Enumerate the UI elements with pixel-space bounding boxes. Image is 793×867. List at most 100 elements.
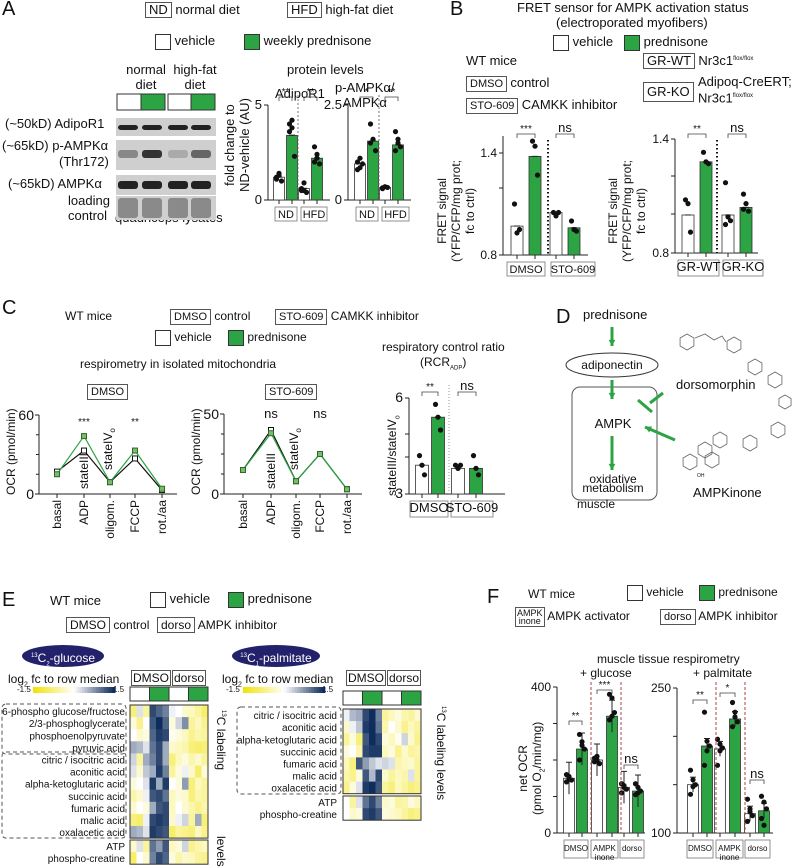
heatmap-cell [143,789,150,803]
heatmap-row-label: fumaric acid [71,804,125,815]
heatmap-cell [362,757,370,770]
f-legend-vehicle: vehicle [627,585,684,601]
data-point [758,815,765,822]
vehicle-swatch [553,34,569,51]
heatmap-cell [149,705,157,718]
heatmap-cell [349,745,357,758]
heatmap-cell [182,717,189,730]
group-label-box [381,206,410,222]
data-point [576,757,583,763]
data-point [609,695,615,701]
colorbar-cell [314,687,318,693]
blot-band [168,125,188,130]
vehicle-swatch [155,33,171,50]
heatmap-cell [401,769,409,782]
e-scale-min-g: -1.5 [17,685,31,694]
heatmap-column-swatch [342,690,363,706]
panel-label-c: C [2,297,17,319]
data-point [566,773,572,780]
heatmap-cell [156,741,163,754]
heatmap-cell [188,813,196,827]
blot-band [118,125,138,130]
y-tick-label: 0 [335,192,342,207]
data-point [563,779,570,785]
heatmap-cell [182,729,189,742]
bar-chart-A-pAMPK: 02.5*ND**HFD [324,87,411,222]
e-scale-min-p: -1.5 [226,685,240,694]
arrow-prednisone-adiponectin-head [608,339,616,346]
heatmap-cell [382,769,389,782]
data-point [354,159,361,165]
ampkinone-ring [770,421,786,439]
heatmap-cell [382,808,389,821]
colorbar-cell [297,687,301,693]
heatmap-cell [156,753,163,766]
heatmap-cell [195,741,202,754]
heatmap-cell [356,709,363,722]
colorbar-cell [289,687,293,693]
group-label-box [677,259,720,277]
inhibition-line [649,391,664,405]
panel-label-a: A [2,0,16,20]
heatmap-cell [175,705,183,718]
heatmap-cell [162,777,170,790]
heatmap-cell [143,826,150,839]
c-sto-legend: STO-609 CAMKK inhibitor [275,309,419,325]
heatmap-cell [195,789,202,803]
group-label: ND [359,209,375,221]
colorbar-cell [57,687,61,693]
heatmap-row-label: succinic acid [280,747,337,758]
heatmap-cell [375,733,383,746]
heatmap-cell [169,801,176,815]
colorbar-cell [109,687,113,693]
colorbar-cell [68,687,72,693]
colorbar-cell [248,687,252,693]
significance-bracket [278,96,293,101]
colorbar-cell [49,687,53,693]
heatmap-cell [362,808,370,821]
data-point [367,140,374,146]
ampkinone-oh: OH [697,473,705,479]
data-point [395,136,401,142]
heatmap-cell [369,769,376,782]
data-point [367,121,374,127]
heatmap-cell [188,777,196,790]
colorbar-cell [33,687,37,693]
colorbar-cell [262,687,266,693]
e-col-group-dorso-g: dorso [172,670,207,686]
heatmap-row-label: ATP [318,798,337,809]
e-scale-max-p: 1.5 [322,685,334,694]
heatmap-cell [356,733,363,746]
ampk-node: AMPK [595,416,632,431]
heatmap-cell [414,733,422,746]
prednisone-swatch [228,330,244,346]
prednisone-bar [392,144,404,201]
data-point [740,206,747,212]
data-point [357,155,363,161]
dorsomorphin-chain [694,333,727,343]
heatmap-cell [349,757,357,770]
data-point [758,793,765,799]
colorbar-palmitate [243,687,326,693]
heatmap-cell [414,781,422,794]
heatmap-cell [201,840,209,853]
group-label-box [550,261,596,277]
data-point [291,153,298,159]
colorbar-cell [251,687,255,693]
group-label: GR-KO [722,259,765,274]
heatmap-cell [343,733,350,746]
heatmap-cell [369,721,376,734]
heatmap-cell [136,753,144,766]
significance-bracket [692,699,708,704]
heatmap-cell [175,729,183,742]
group-label-box [563,839,589,859]
group-label: HFD [303,209,326,221]
blot-band [191,125,211,130]
heatmap-cell [182,705,189,718]
heatmap-cell [195,717,202,730]
heatmap-cell [343,721,350,734]
